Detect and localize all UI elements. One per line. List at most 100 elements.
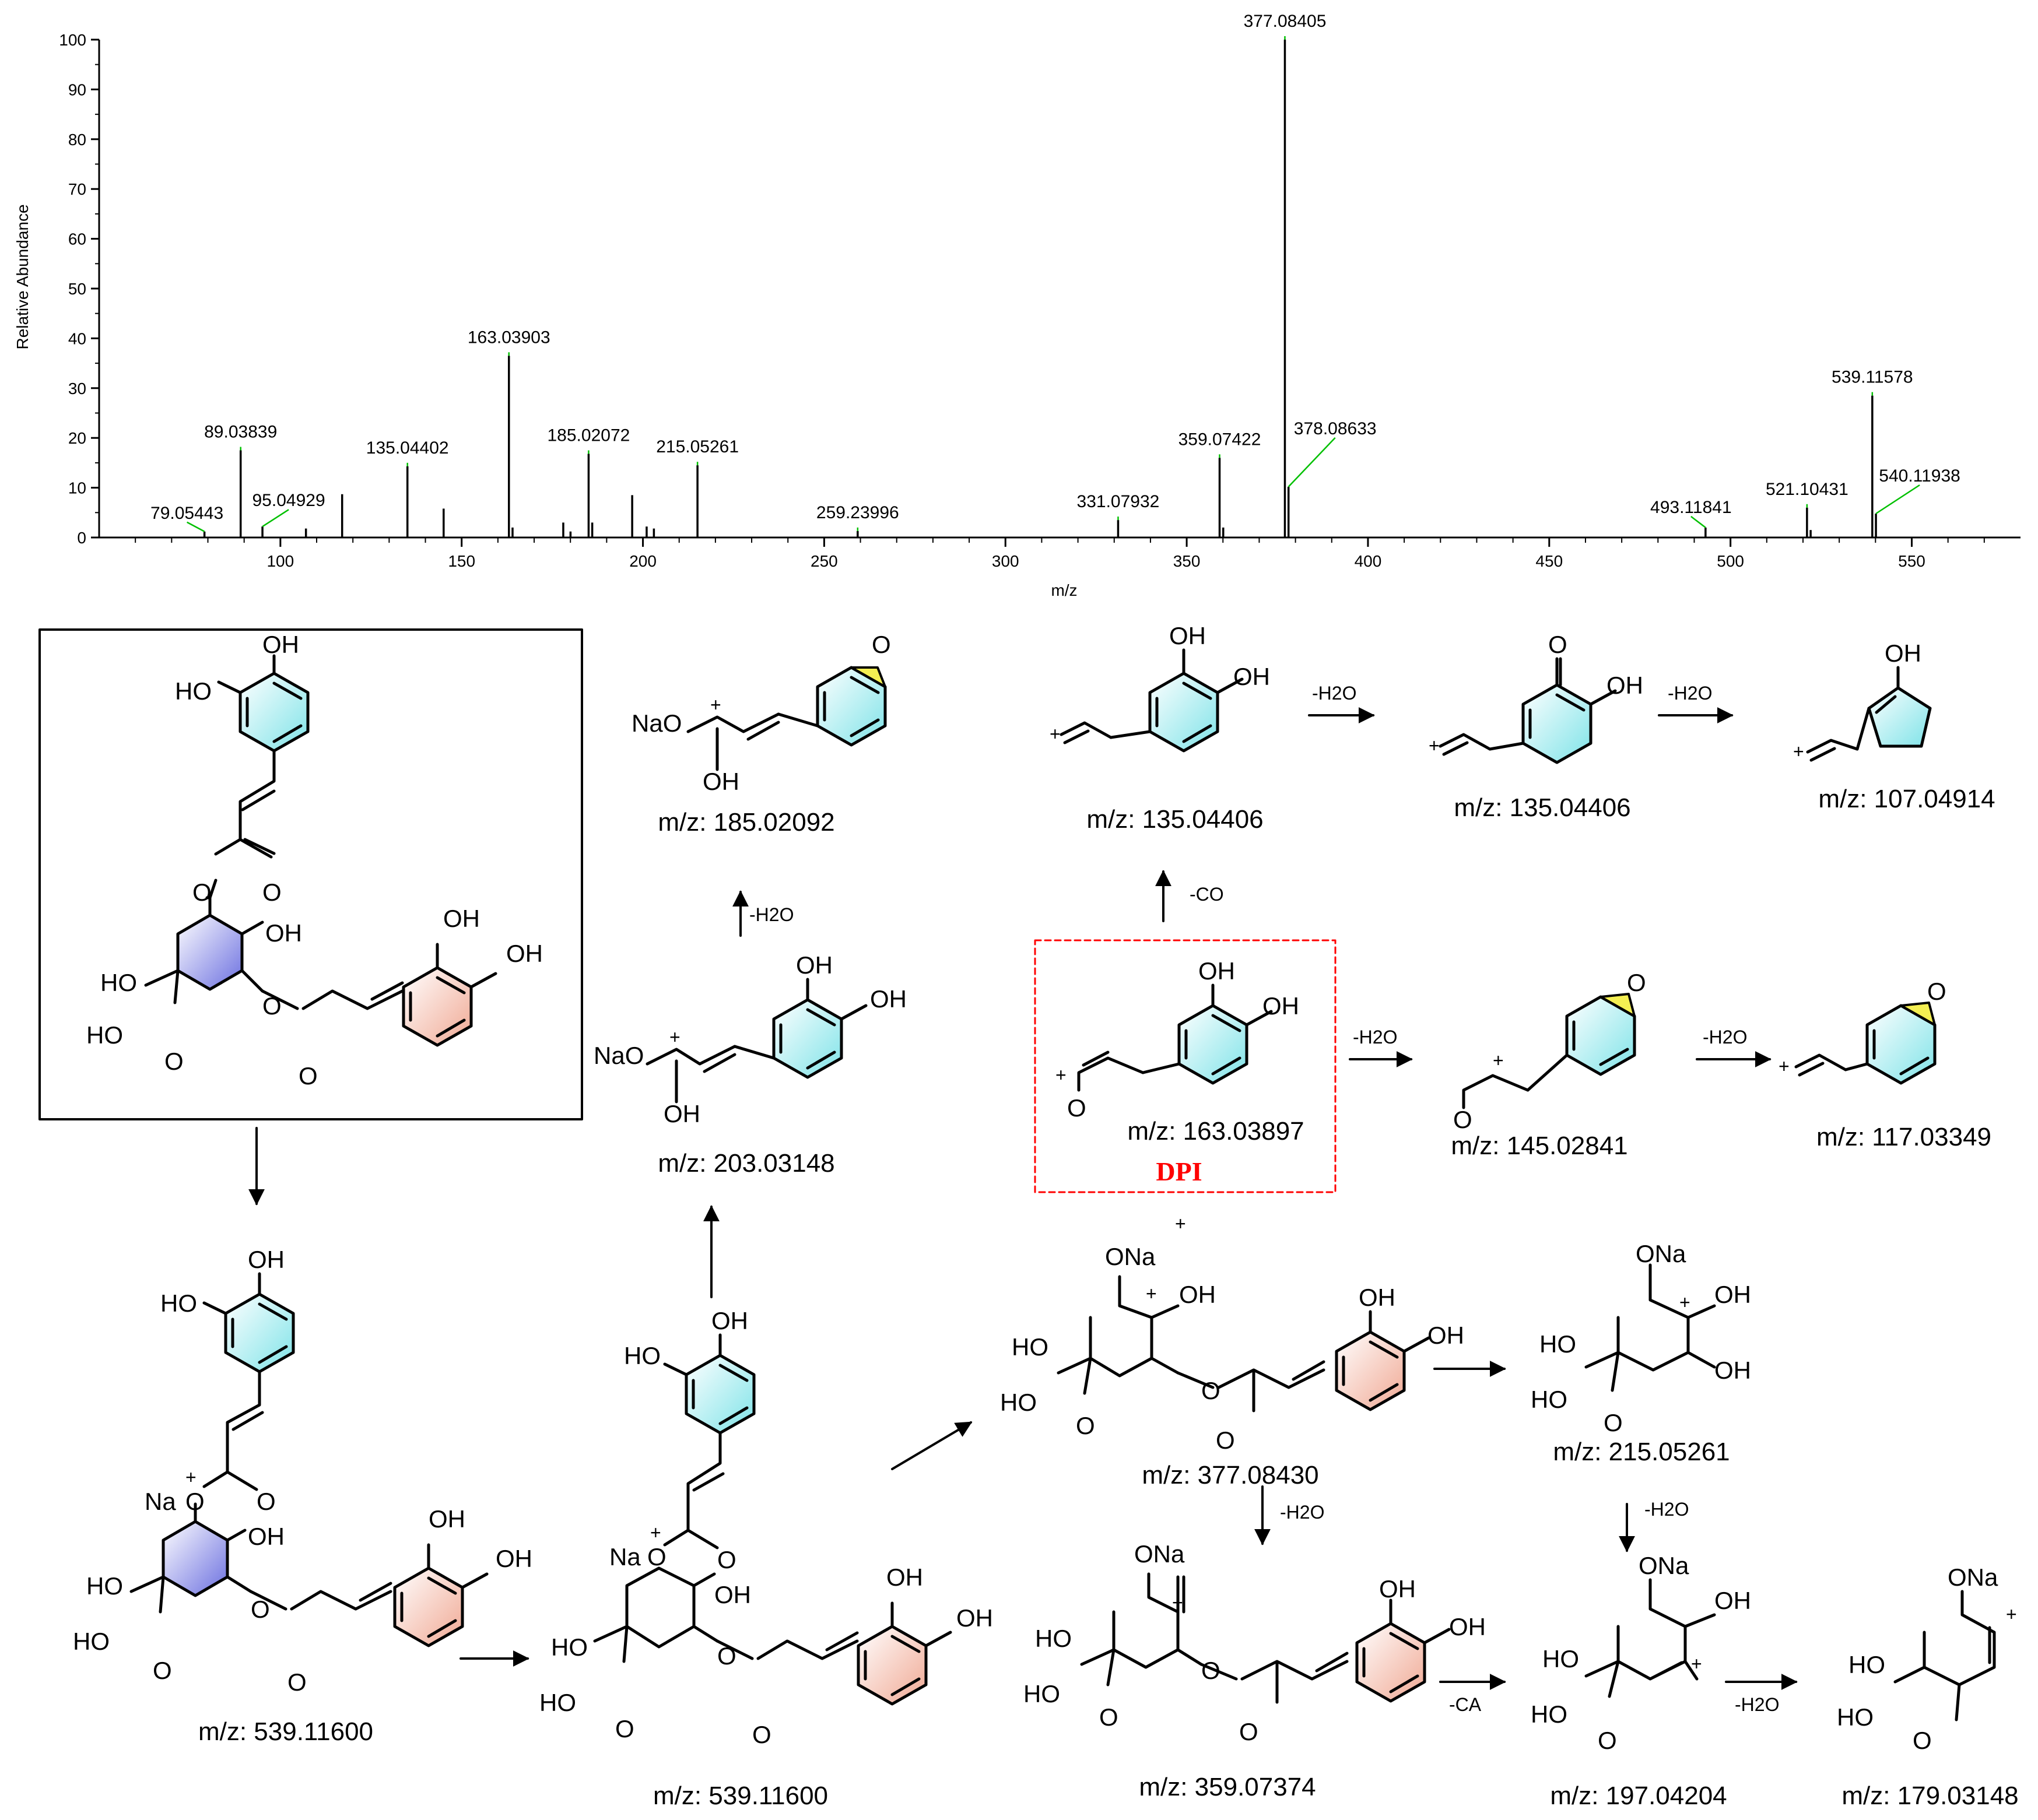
y-tick-label: 90 [68, 80, 86, 99]
peak-label: 378.08633 [1294, 419, 1377, 438]
atom-label: + [1172, 1592, 1183, 1613]
step-label: -H2O [1312, 683, 1356, 704]
atom-label: + [185, 1467, 197, 1488]
step-label: -H2O [1353, 1027, 1397, 1048]
atom-label: O [1067, 1094, 1086, 1122]
atom-label: O [185, 1488, 205, 1515]
y-tick-label: 50 [68, 280, 86, 298]
atom-label: HO [175, 677, 212, 705]
atom-label: O [1598, 1727, 1617, 1754]
peak-label-leader [262, 509, 289, 528]
caffeoyl-ring-lower [402, 966, 473, 1047]
atom-label: OH [664, 1100, 700, 1127]
quinic-ring [176, 913, 244, 991]
atom-label: + [1050, 723, 1061, 744]
x-tick-label: 500 [1717, 552, 1744, 570]
peak-label: 95.04929 [252, 491, 325, 510]
x-tick-label: 400 [1355, 552, 1382, 570]
atom-label: OH [1606, 672, 1643, 699]
y-tick-label: 100 [59, 31, 86, 49]
reaction-arrows [248, 707, 1798, 1690]
atom-label: HO [1837, 1703, 1874, 1731]
peak-label: 377.08405 [1244, 12, 1327, 31]
atom-label: OH [1379, 1575, 1416, 1603]
atom-label: OH [248, 1523, 285, 1550]
atom-label: NaO [594, 1042, 644, 1069]
peak-label: 135.04402 [366, 438, 449, 458]
peak-label: 185.02072 [548, 426, 630, 445]
parent-compound [144, 654, 497, 1047]
atom-label: OH [1179, 1281, 1216, 1308]
atom-label: OH [1885, 640, 1921, 667]
atom-label: OH [711, 1307, 748, 1334]
atom-label: O [262, 879, 282, 906]
atom-label: OH [1198, 957, 1235, 985]
atom-label: HO [1023, 1680, 1060, 1707]
atom-label: HO [86, 1021, 123, 1049]
mz-label: m/z: 203.03148 [658, 1149, 834, 1178]
atom-label: O [251, 1596, 270, 1623]
structure-377 [1057, 1275, 1430, 1413]
atom-label: NaO [632, 709, 682, 737]
atom-label: OH [1449, 1613, 1486, 1640]
step-label: -CA [1449, 1694, 1482, 1715]
structure-145 [1462, 993, 1636, 1109]
mz-label: m/z: 179.03148 [1841, 1782, 2018, 1810]
step-label: -H2O [1703, 1027, 1747, 1048]
peak-label: 89.03839 [204, 423, 277, 442]
step-label: -CO [1190, 884, 1224, 905]
atom-label: O [872, 631, 891, 658]
atom-label: HO [1539, 1330, 1576, 1358]
dpi-label: DPI [1156, 1157, 1202, 1186]
y-tick-label: 70 [68, 180, 86, 198]
dpi-box [1034, 939, 1337, 1193]
peak-label-leader [1875, 484, 1920, 515]
atom-label: O [615, 1715, 634, 1742]
peak-label: 331.07932 [1077, 492, 1160, 511]
mz-label: m/z: 185.02092 [658, 808, 834, 837]
step-label: -H2O [749, 904, 794, 925]
atom-label: OH [796, 951, 833, 979]
step-label: -H2O [1280, 1502, 1324, 1523]
mz-label: m/z: 359.07374 [1139, 1773, 1316, 1801]
atom-label: OH [1169, 622, 1206, 649]
atom-label: O [1076, 1412, 1095, 1439]
atom-label: HO [1542, 1645, 1579, 1673]
y-tick-label: 0 [77, 529, 86, 547]
atom-label: Na [145, 1488, 176, 1515]
mz-label: m/z: 197.04204 [1550, 1782, 1727, 1810]
y-tick-label: 60 [68, 230, 86, 248]
atom-label: ONa [1948, 1563, 1998, 1591]
y-tick-label: 10 [68, 479, 86, 497]
atom-label: O [1927, 978, 1946, 1005]
x-axis-title: m/z [1051, 581, 1077, 599]
x-tick-label: 100 [266, 552, 294, 570]
atom-label: OH [703, 768, 739, 795]
atom-label: OH [1359, 1284, 1395, 1311]
mz-label: m/z: 107.04914 [1818, 785, 1995, 813]
atom-label: OH [1714, 1281, 1751, 1308]
mz-label: m/z: 135.04406 [1454, 793, 1630, 822]
atom-label: O [1627, 969, 1646, 996]
x-tick-label: 150 [448, 552, 475, 570]
peak-label: 259.23996 [816, 503, 899, 522]
atom-label: OH [1233, 663, 1270, 690]
fragmentation-scheme [38, 628, 1996, 1721]
x-tick-label: 450 [1535, 552, 1563, 570]
mz-label: m/z: 145.02841 [1451, 1132, 1627, 1160]
y-tick-label: 40 [68, 329, 86, 347]
peak-label: 359.07422 [1178, 430, 1261, 449]
peak-label: 539.11578 [1832, 368, 1913, 387]
caffeoyl-ring-upper [238, 672, 310, 753]
mz-label: m/z: 539.11600 [653, 1782, 828, 1810]
atom-label: O [164, 1048, 184, 1075]
atom-label: HO [1012, 1333, 1048, 1361]
atom-label: OH [265, 919, 302, 947]
parent-compound-box [38, 628, 583, 1120]
mz-label: m/z: 215.05261 [1553, 1438, 1730, 1466]
step-label: -H2O [1644, 1499, 1689, 1520]
atom-label: Na [609, 1543, 641, 1570]
